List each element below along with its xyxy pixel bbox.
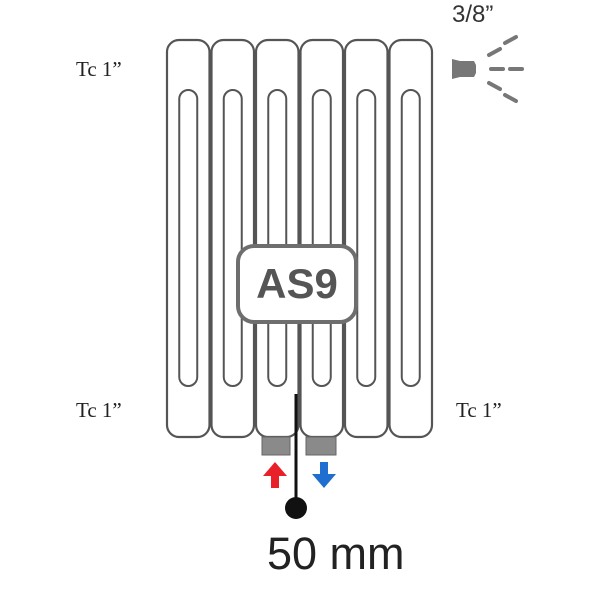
radiator-column-slot-5 xyxy=(356,89,377,387)
center-distance-label: 50 mm xyxy=(267,528,405,579)
supply-arrow-icon xyxy=(263,462,287,488)
vent-spray-line-4 xyxy=(503,35,518,45)
vent-nozzle-icon xyxy=(452,59,476,79)
radiator-column-slot-4 xyxy=(311,89,332,387)
model-badge: AS9 xyxy=(236,244,358,324)
dimension-dot xyxy=(285,497,307,519)
radiator-column-slot-3 xyxy=(267,89,288,387)
valve-right-icon xyxy=(305,436,337,456)
return-arrow-icon xyxy=(312,462,336,488)
vent-spray-line-3 xyxy=(487,81,502,91)
radiator-column-slot-2 xyxy=(222,89,243,387)
label-bottom-left-connection: Tc 1” xyxy=(76,398,122,422)
valve-left-icon xyxy=(261,436,291,456)
radiator-column-slot-6 xyxy=(400,89,421,387)
vent-spray-line-1 xyxy=(487,47,502,57)
label-top-left-connection: Tc 1” xyxy=(76,57,122,81)
vent-spray-line-6 xyxy=(503,93,518,103)
radiator-column-slot-1 xyxy=(178,89,199,387)
model-name: AS9 xyxy=(256,260,338,307)
label-bottom-right-connection: Tc 1” xyxy=(456,398,502,422)
label-vent-thread: 3/8” xyxy=(452,1,494,28)
